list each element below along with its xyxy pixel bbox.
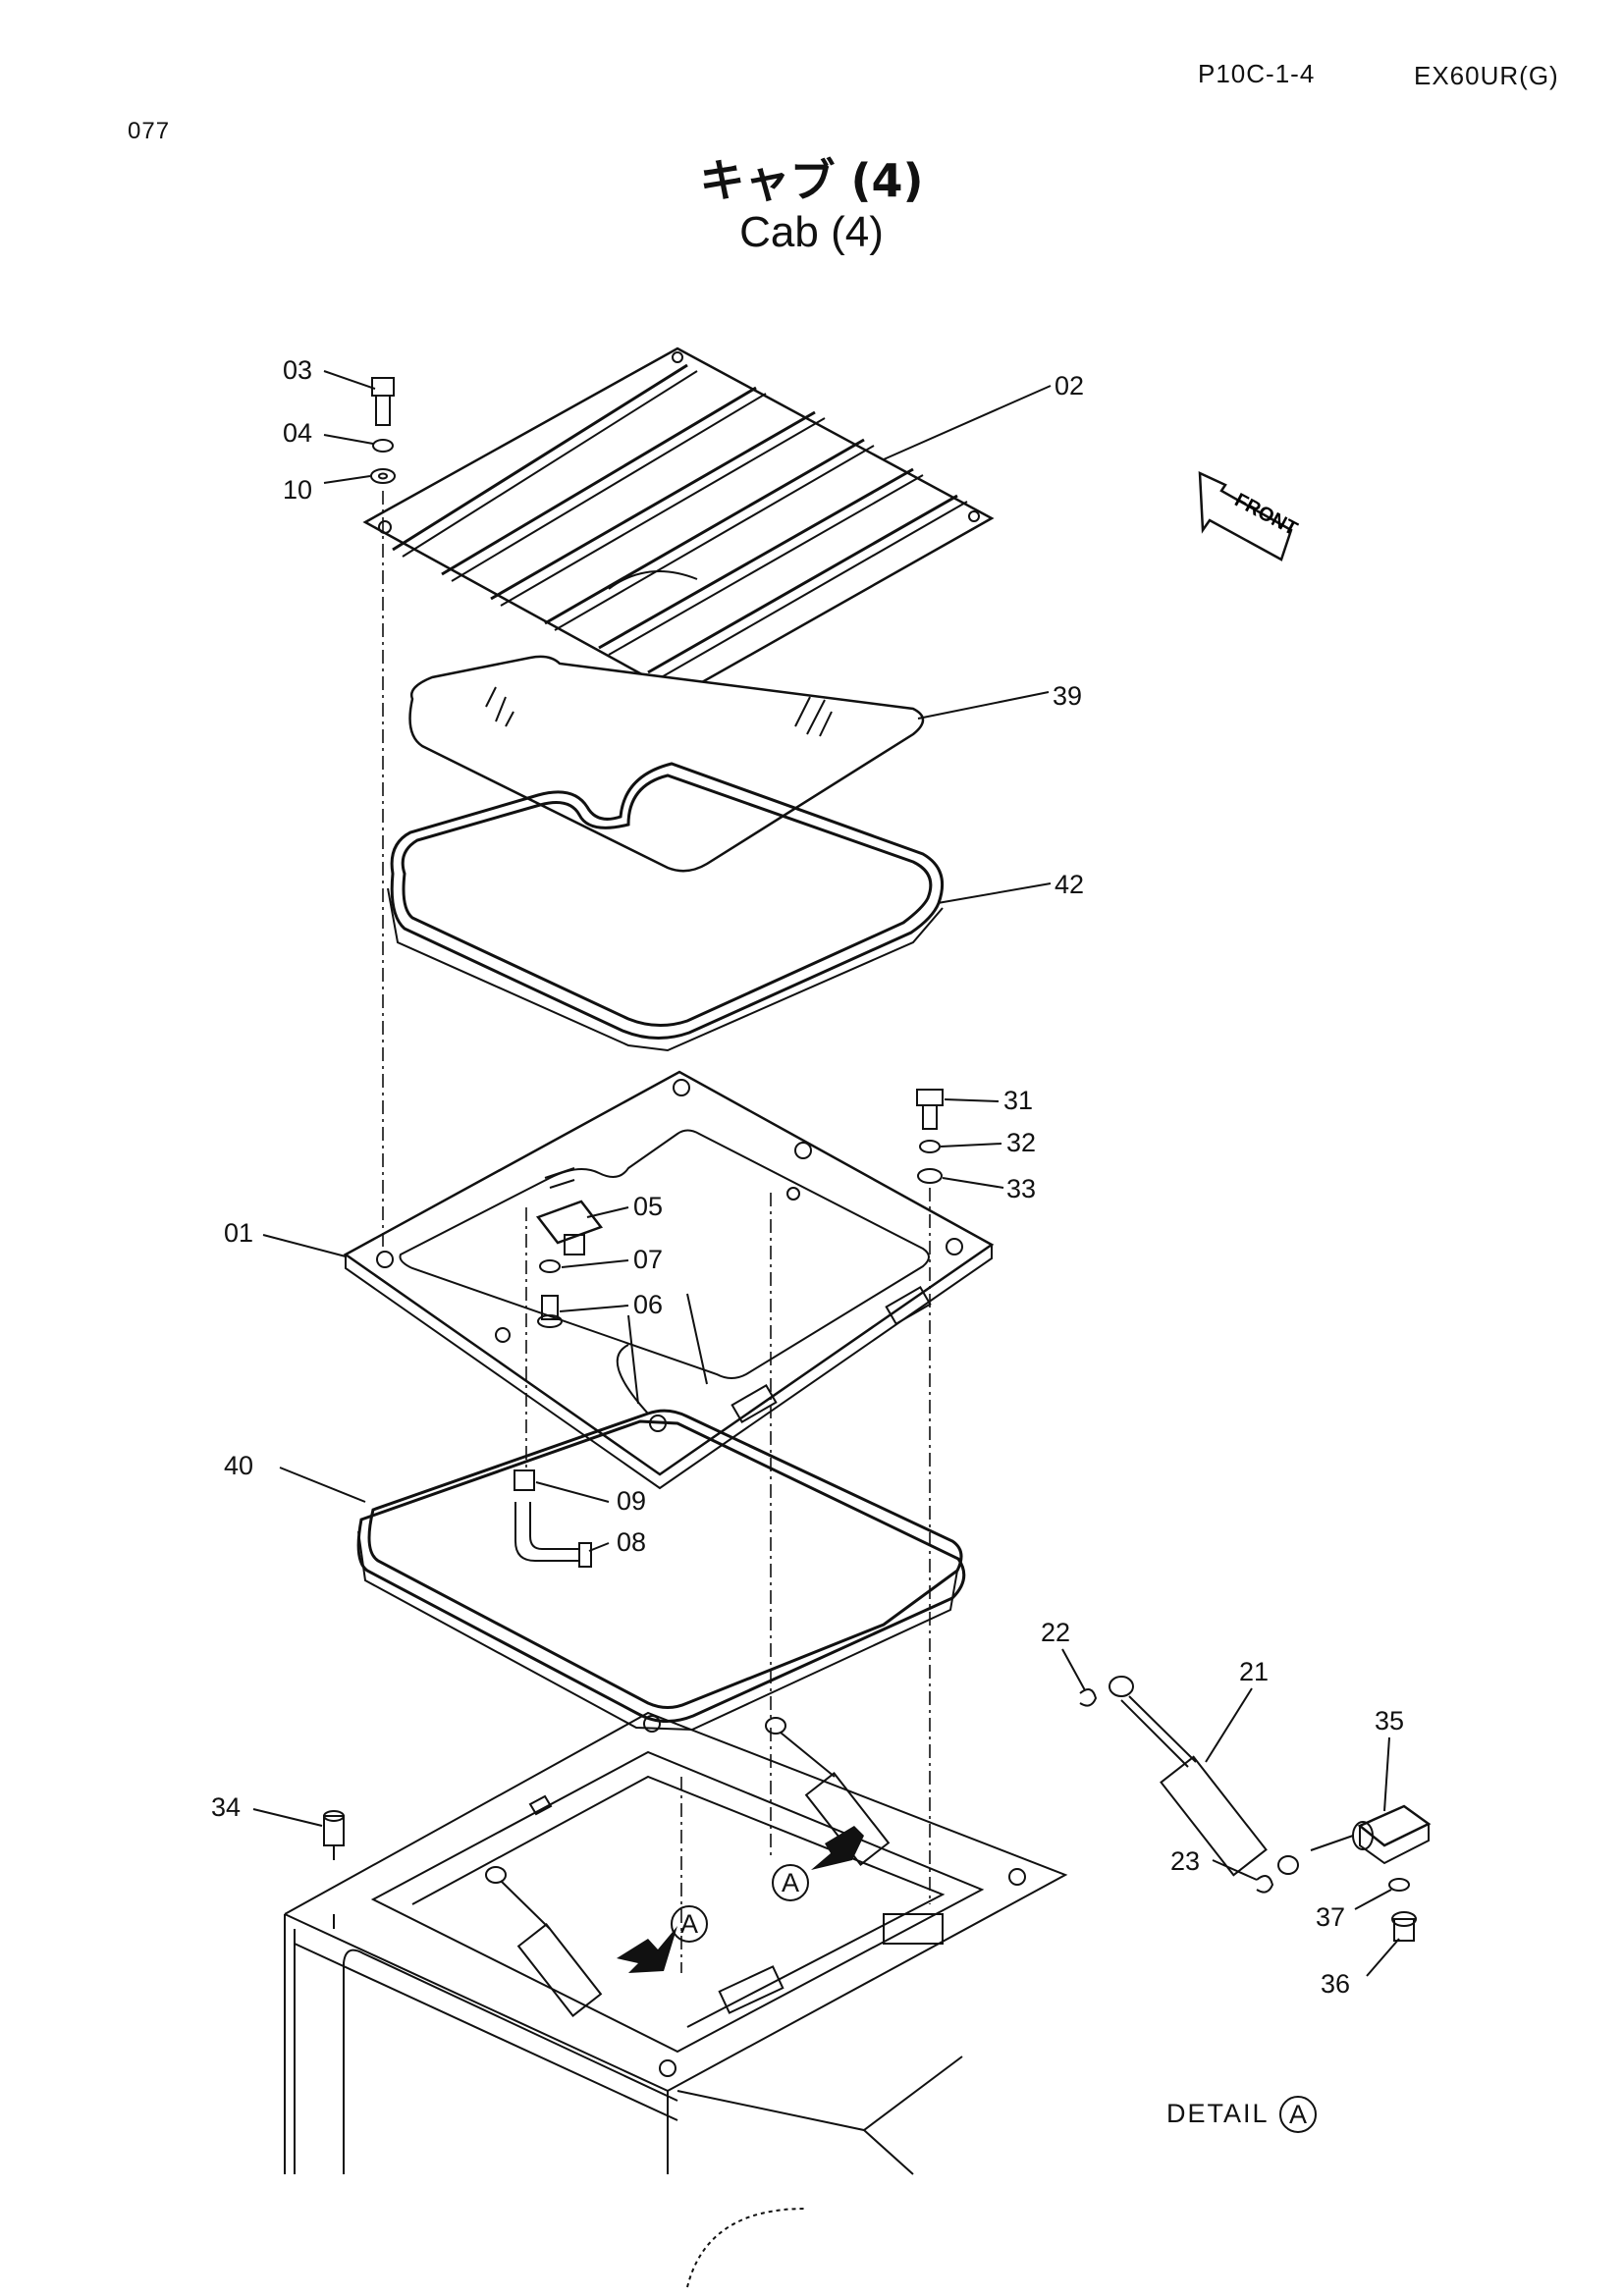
callout-39: 39 bbox=[1053, 681, 1082, 711]
part-35-bracket bbox=[1310, 1804, 1432, 1865]
part-32-spring-washer bbox=[919, 1140, 941, 1153]
part-23-clip bbox=[1256, 1875, 1274, 1894]
callout-02: 02 bbox=[1055, 371, 1084, 400]
svg-text:A: A bbox=[680, 1909, 698, 1939]
callout-36: 36 bbox=[1321, 1969, 1350, 1999]
callout-04: 04 bbox=[283, 418, 312, 448]
svg-text:A: A bbox=[782, 1868, 799, 1897]
callout-21: 21 bbox=[1239, 1657, 1269, 1686]
cab-gas-strut-right bbox=[765, 1717, 891, 1866]
view-arrow-left bbox=[617, 1926, 677, 1973]
part-33-washer bbox=[917, 1168, 943, 1184]
part-22-clip bbox=[1079, 1688, 1098, 1707]
part-37-washer bbox=[1388, 1878, 1410, 1892]
callout-34: 34 bbox=[211, 1792, 241, 1822]
part-09-nut bbox=[514, 1469, 535, 1491]
page-number: 077 bbox=[128, 118, 171, 144]
part-05-lock-plate bbox=[535, 1167, 604, 1255]
callout-35: 35 bbox=[1375, 1706, 1404, 1735]
part-34-pin bbox=[323, 1810, 345, 1860]
callout-07: 07 bbox=[633, 1245, 663, 1274]
callout-01: 01 bbox=[224, 1218, 253, 1248]
callout-03: 03 bbox=[283, 355, 312, 385]
part-10-washer bbox=[370, 468, 396, 484]
callout-10: 10 bbox=[283, 475, 312, 505]
cab-body bbox=[284, 1711, 1068, 2288]
part-07-washer bbox=[539, 1259, 561, 1273]
part-21-gas-strut bbox=[1109, 1676, 1299, 1877]
title-english: Cab (4) bbox=[739, 208, 884, 256]
callout-32: 32 bbox=[1006, 1128, 1036, 1157]
part-40-lower-seal bbox=[356, 1344, 966, 1732]
view-marker-a-2: A bbox=[772, 1864, 809, 1901]
callout-40: 40 bbox=[224, 1451, 253, 1480]
leader-lines bbox=[252, 370, 1400, 1977]
part-01-roof-frame bbox=[343, 1070, 995, 1490]
cab-gas-strut-left bbox=[485, 1866, 603, 2017]
callout-42: 42 bbox=[1055, 870, 1084, 899]
callout-22: 22 bbox=[1041, 1618, 1070, 1647]
part-04-spring-washer bbox=[372, 439, 394, 453]
detail-caption: DETAIL A bbox=[1166, 2096, 1317, 2133]
detail-marker: A bbox=[1289, 2100, 1307, 2129]
callout-06: 06 bbox=[633, 1290, 663, 1319]
part-31-bolt bbox=[916, 1089, 944, 1130]
callout-09: 09 bbox=[617, 1486, 646, 1516]
callout-23: 23 bbox=[1170, 1846, 1200, 1876]
callout-31: 31 bbox=[1003, 1086, 1033, 1115]
view-marker-a-1: A bbox=[671, 1905, 708, 1943]
view-arrow-right bbox=[811, 1826, 864, 1870]
part-36-bolt bbox=[1391, 1911, 1417, 1942]
detail-label: DETAIL bbox=[1166, 2099, 1270, 2128]
part-42-seal bbox=[387, 762, 944, 1052]
part-02-roof-guard bbox=[362, 347, 995, 697]
part-06-bolt bbox=[537, 1295, 563, 1328]
model-code: EX60UR(G) bbox=[1414, 61, 1559, 90]
page-code: P10C-1-4 bbox=[1198, 59, 1316, 88]
callout-labels: 03 04 10 02 39 42 31 32 33 01 05 07 06 4… bbox=[211, 355, 1404, 1999]
part-08-latch-hook bbox=[514, 1502, 592, 1568]
callout-37: 37 bbox=[1316, 1902, 1345, 1932]
title-japanese: キャブ (4) bbox=[699, 154, 924, 207]
callout-33: 33 bbox=[1006, 1174, 1036, 1203]
part-03-bolt bbox=[371, 377, 395, 426]
callout-08: 08 bbox=[617, 1527, 646, 1557]
callout-05: 05 bbox=[633, 1192, 663, 1221]
front-arrow-icon: FRONT bbox=[1198, 470, 1301, 561]
